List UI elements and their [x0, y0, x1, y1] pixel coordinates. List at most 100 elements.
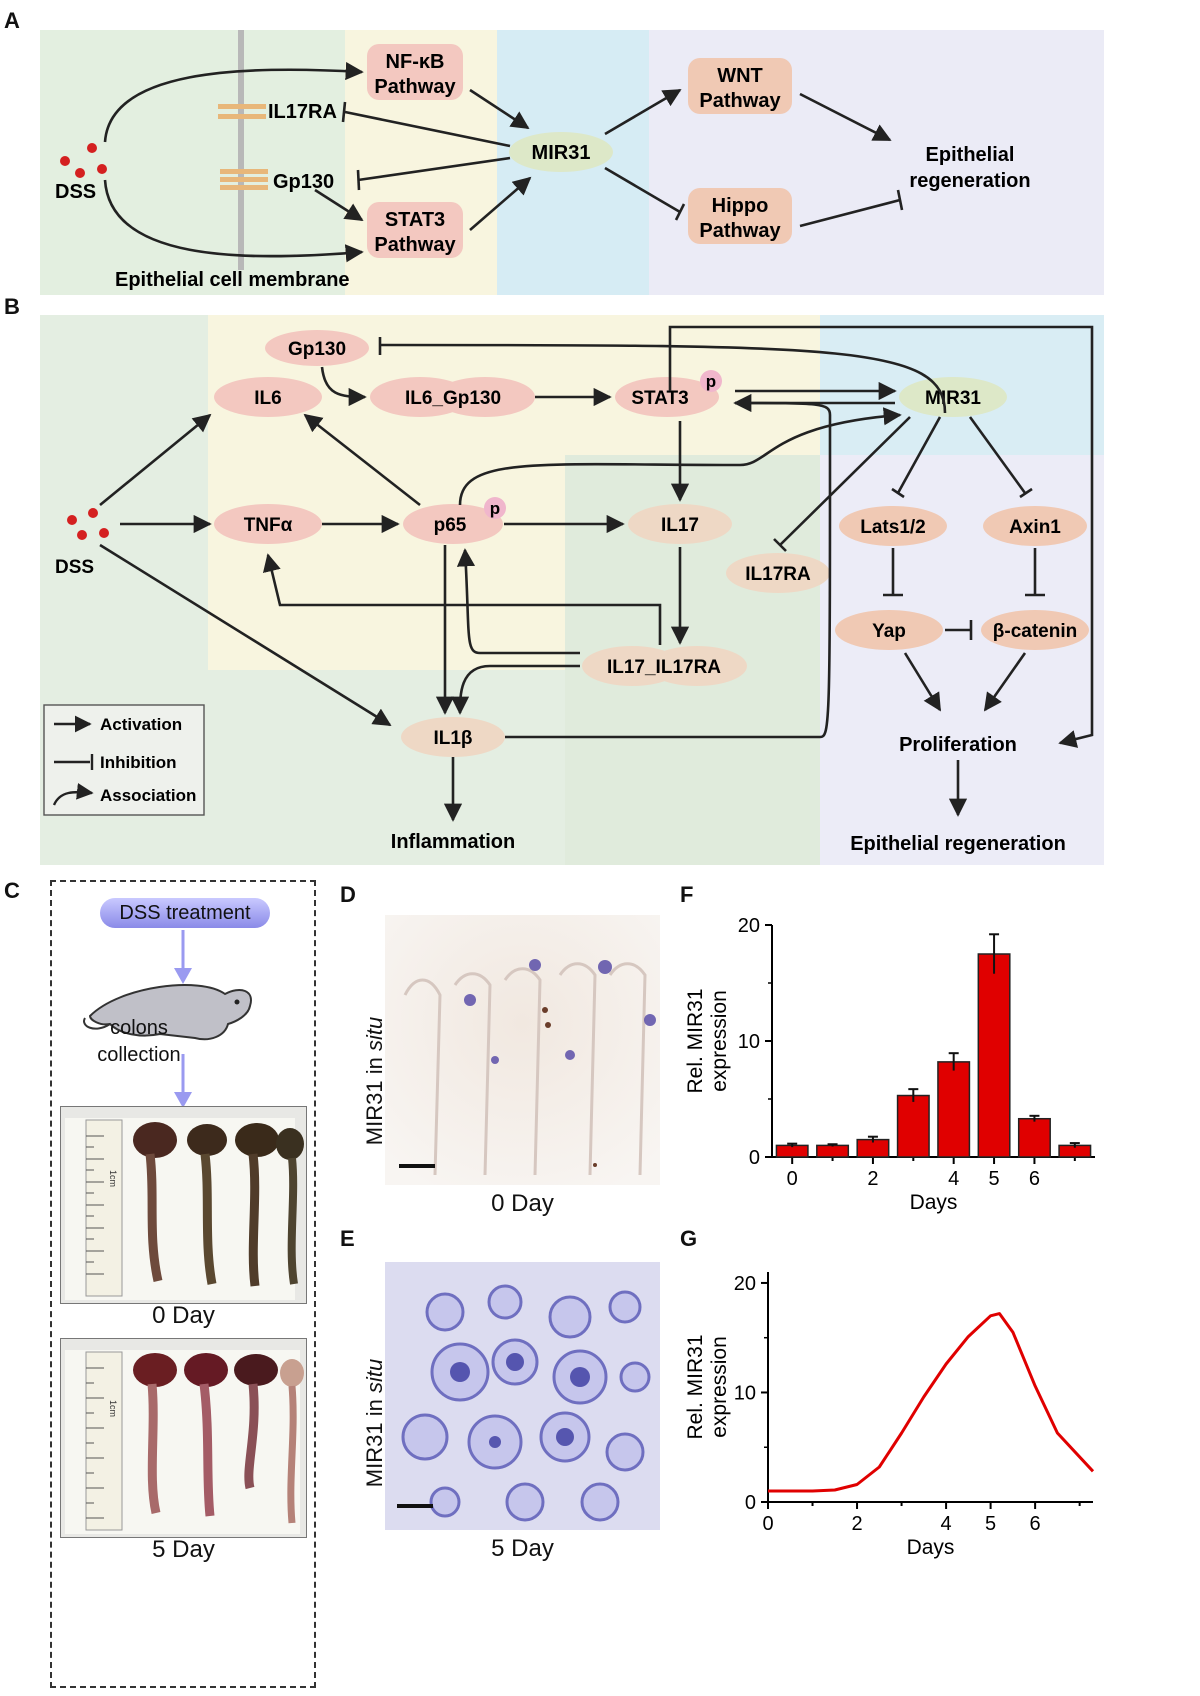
- bcatenin-node: [981, 610, 1089, 650]
- proliferation-label: Proliferation: [899, 734, 1017, 756]
- svg-text:Lats1/2: Lats1/2: [860, 517, 925, 538]
- il17ra-node: [726, 553, 830, 593]
- il1b-node: [401, 717, 505, 757]
- svg-text:Gp130: Gp130: [288, 339, 346, 360]
- legend-activation: Activation: [100, 715, 182, 734]
- legend-inhibition: Inhibition: [100, 753, 176, 772]
- wnt-node: [688, 58, 792, 114]
- bar: [977, 953, 1011, 1158]
- mir31-node: [509, 132, 613, 172]
- caption-day5: 5 Day: [152, 1536, 215, 1563]
- panel-label-e: E: [340, 1226, 355, 1251]
- panel-label-a: A: [4, 8, 20, 33]
- nfkb-node: [367, 44, 463, 100]
- gp130-node: [265, 330, 369, 366]
- series-line: [768, 1312, 1095, 1493]
- colon-samples: [133, 1122, 304, 1287]
- x-axis-label: Days: [910, 1191, 958, 1214]
- svg-text:Pathway: Pathway: [374, 234, 456, 256]
- x-tick-label: 2: [867, 1168, 878, 1190]
- svg-text:Yap: Yap: [872, 621, 906, 642]
- y-tick-label: 0: [745, 1492, 756, 1514]
- y-tick-label: 10: [734, 1382, 756, 1404]
- bar: [1017, 1117, 1051, 1158]
- svg-text:NF-κB: NF-κB: [386, 51, 445, 73]
- ruler-icon: 1cm: [85, 1351, 123, 1531]
- bar: [775, 1144, 809, 1158]
- scale-bar: [397, 1504, 433, 1508]
- y-tick-label: 20: [734, 1273, 756, 1295]
- y-axis-label: Rel. MIR31: [684, 988, 707, 1093]
- svg-text:p: p: [490, 499, 500, 518]
- bar: [816, 1144, 850, 1158]
- svg-text:β-catenin: β-catenin: [993, 621, 1077, 642]
- caption-e: 5 Day: [491, 1535, 554, 1562]
- yap-node: [835, 610, 943, 650]
- stat3-pathway-node: [367, 202, 463, 258]
- x-axis-label: Days: [907, 1536, 955, 1559]
- il17ra-label: IL17RA: [268, 101, 337, 123]
- svg-text:IL17RA: IL17RA: [745, 564, 811, 585]
- svg-text:IL6: IL6: [254, 388, 281, 409]
- svg-text:Pathway: Pathway: [699, 220, 781, 242]
- dss-label: DSS: [55, 181, 96, 203]
- colon-photo-day5: 1cm: [60, 1338, 307, 1538]
- svg-text:STAT3: STAT3: [385, 209, 445, 231]
- svg-text:Hippo: Hippo: [712, 195, 769, 217]
- x-tick-label: 5: [985, 1513, 996, 1535]
- svg-text:p: p: [706, 372, 716, 391]
- ruler-icon: 1cm: [85, 1119, 123, 1297]
- x-tick-label: 6: [1029, 1168, 1040, 1190]
- y-tick-label: 10: [738, 1031, 760, 1053]
- x-tick-label: 5: [989, 1168, 1000, 1190]
- svg-text:MIR31: MIR31: [925, 388, 981, 409]
- colon-photo-day0: 1cm: [60, 1106, 307, 1304]
- y-axis-label: Rel. MIR31: [684, 1334, 707, 1439]
- p65-phospho-icon: [484, 497, 506, 519]
- x-tick-label: 4: [941, 1513, 952, 1535]
- caption-d: 0 Day: [491, 1190, 554, 1217]
- panel-c-frame: [50, 880, 316, 1688]
- svg-text:IL17_IL17RA: IL17_IL17RA: [607, 657, 721, 678]
- x-tick-label: 2: [851, 1513, 862, 1535]
- x-tick-label: 0: [787, 1168, 798, 1190]
- y-tick-label: 0: [749, 1147, 760, 1169]
- inflammation-label: Inflammation: [391, 831, 515, 853]
- mir31-node: [899, 377, 1007, 417]
- dss-label: DSS: [55, 557, 94, 578]
- svg-text:TNFα: TNFα: [244, 515, 293, 536]
- panel-label-d: D: [340, 882, 356, 907]
- svg-text:Axin1: Axin1: [1009, 517, 1061, 538]
- svg-text:1cm: 1cm: [108, 1400, 118, 1417]
- svg-text:STAT3: STAT3: [631, 388, 688, 409]
- tnfa-node: [214, 504, 322, 544]
- legend-association: Association: [100, 786, 196, 805]
- svg-text:p65: p65: [434, 515, 467, 536]
- scale-bar: [399, 1164, 435, 1168]
- legend-box: [43, 704, 205, 816]
- lats-node: [839, 506, 947, 546]
- membrane-line: [238, 30, 244, 270]
- p65-node: [403, 504, 503, 544]
- panel-label-c: C: [4, 878, 20, 903]
- panel-label-g: G: [680, 1226, 698, 1251]
- regen-label-2: regeneration: [909, 170, 1030, 192]
- dss-dots-icon: [67, 508, 109, 540]
- x-tick-label: 6: [1030, 1513, 1041, 1535]
- regeneration-label: Epithelial regeneration: [850, 833, 1066, 855]
- dss-dots-icon: [60, 143, 107, 178]
- il17ra-receptor-icon: [218, 104, 266, 109]
- x-tick-label: 4: [948, 1168, 959, 1190]
- mouse-icon: [83, 984, 252, 1041]
- colon-samples: [133, 1353, 304, 1524]
- histology-image-day0: [385, 915, 660, 1185]
- histology-image-day5: [385, 1262, 660, 1530]
- svg-text:Pathway: Pathway: [374, 76, 456, 98]
- axin-node: [983, 506, 1087, 546]
- colons-label-2: collection: [97, 1044, 181, 1066]
- panel-label-f: F: [680, 882, 694, 907]
- svg-text:IL6_Gp130: IL6_Gp130: [405, 388, 501, 409]
- il6-node: [214, 377, 322, 417]
